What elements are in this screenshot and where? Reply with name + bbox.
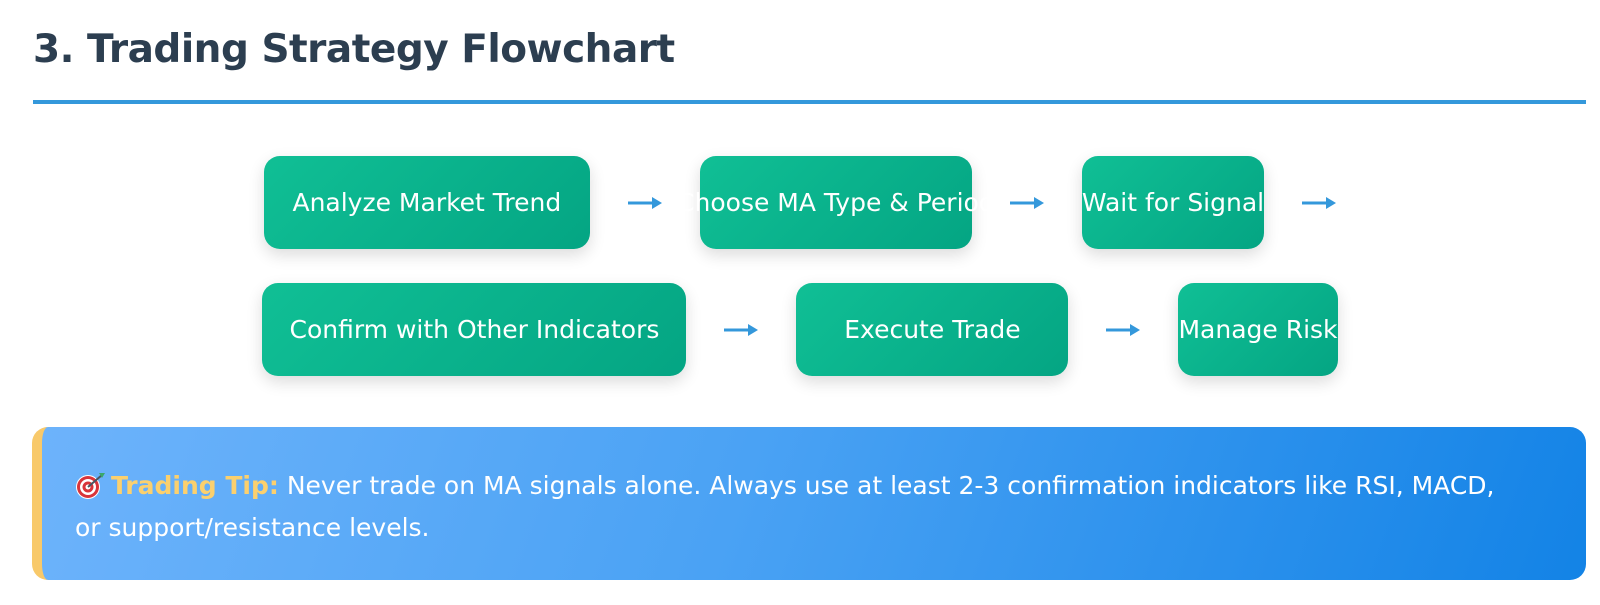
arrow-right-icon — [627, 156, 662, 249]
step-choose-ma-type: Choose MA Type & Period — [677, 156, 995, 249]
arrow-right-icon — [1302, 156, 1337, 249]
title-divider — [33, 100, 1586, 104]
tip-label: Trading Tip: — [111, 471, 279, 500]
trading-tip-box: Trading Tip: Never trade on MA signals a… — [32, 427, 1586, 580]
step-manage-risk: Manage Risk — [1178, 283, 1338, 376]
arrow-right-icon — [1009, 156, 1044, 249]
section-title: 3. Trading Strategy Flowchart — [33, 27, 675, 72]
step-execute-trade: Execute Trade — [796, 283, 1069, 376]
tip-text: Never trade on MA signals alone. Always … — [75, 471, 1495, 542]
step-confirm-indicators: Confirm with Other Indicators — [262, 283, 687, 376]
flow-row-1: Analyze Market Trend Choose MA Type & Pe… — [0, 156, 1600, 249]
arrow-right-icon — [1106, 283, 1141, 376]
flow-row-2: Confirm with Other Indicators Execute Tr… — [0, 283, 1600, 376]
step-wait-for-signal: Wait for Signal — [1081, 156, 1265, 249]
target-icon — [75, 471, 107, 499]
step-analyze-market-trend: Analyze Market Trend — [263, 156, 590, 249]
arrow-right-icon — [724, 283, 759, 376]
